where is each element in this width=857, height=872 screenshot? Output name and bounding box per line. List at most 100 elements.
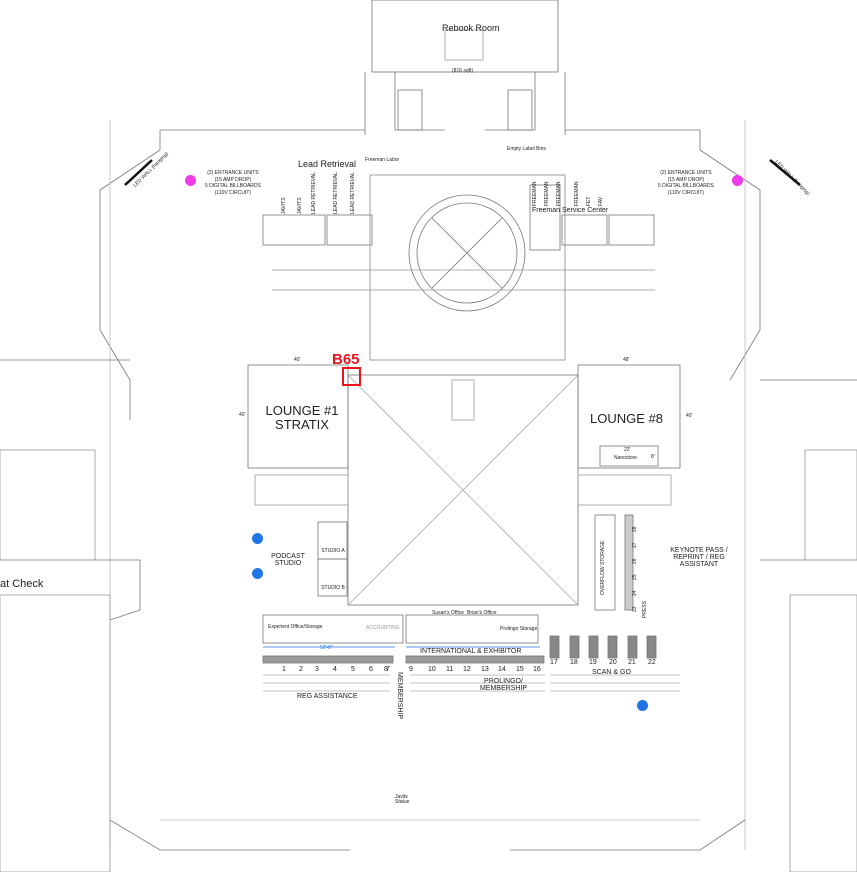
studio-a-label: STUDIO A (321, 548, 345, 554)
counter-number: 2 (299, 666, 303, 673)
led-wall-right (769, 159, 801, 186)
counter-number: 14 (498, 666, 506, 673)
rebook-room-label: Rebook Room (442, 23, 500, 33)
counter-number: 5 (351, 666, 355, 673)
press-counter-number: 28 (632, 526, 638, 532)
counter-number: 8 (384, 666, 388, 673)
lead-retrieval-booth-a (262, 214, 326, 246)
entrance-units-right: (2) ENTRANCE UNITS (15 AMP DROP) 5 DIGIT… (658, 170, 714, 196)
coat-check-label: at Check (0, 578, 44, 590)
freeman-service-center-label: Freeman Service Center (532, 207, 609, 214)
freeman-station-label: FET (586, 196, 592, 206)
experient-office-label: Experient Office/Storage (268, 624, 323, 630)
entrance-units-left: (2) ENTRANCE UNITS (15 AMP DROP) 5 DIGIT… (205, 170, 261, 196)
nanostore-label: Nanostore (614, 455, 638, 461)
lead-retrieval-label: Lead Retrieval (298, 159, 357, 169)
freeman-booth-a (561, 214, 608, 246)
lounge-1-width: 40' (294, 357, 301, 363)
press-counter-number: 27 (632, 542, 638, 548)
counter-number: 19 (589, 659, 597, 666)
marker-magenta-right (732, 175, 743, 186)
counter-number: 10 (428, 666, 436, 673)
accounting-label: ACCOUNTING (366, 625, 400, 631)
press-counter-number: 26 (632, 558, 638, 564)
station-label: LEAD RETRIEVAL (350, 172, 356, 214)
nanostore-width: 22' (624, 447, 631, 453)
escalator-right (577, 474, 672, 506)
counter-number: 4 (333, 666, 337, 673)
susans-office-label: Susan's Office (432, 610, 464, 616)
freeman-station-label: FREEMAN (574, 181, 580, 206)
billboards-text: 5 DIGITAL BILLBOARDS (658, 183, 714, 189)
station-label: LEAD RETRIEVAL (333, 172, 339, 214)
rotunda-outer (408, 194, 526, 312)
freeman-booth-b (608, 214, 655, 246)
escalator-left (254, 474, 349, 506)
overflow-storage-label: OVERFLOW STORAGE (600, 540, 606, 595)
counter-number: 17 (550, 659, 558, 666)
international-office-outline (405, 614, 539, 644)
counter-number: 6 (369, 666, 373, 673)
counter-number: 21 (628, 659, 636, 666)
hall-inner-guide (109, 120, 746, 850)
freeman-station-label: FREEMAN (544, 181, 550, 206)
rotunda-enclosure (369, 174, 566, 361)
stair-right (507, 89, 533, 131)
lead-retrieval-booth-b (326, 214, 373, 246)
booth-b65-highlight[interactable] (342, 367, 361, 386)
left-wing-hatch (0, 449, 96, 561)
escalator-band-top (272, 269, 655, 291)
membership-label: MEMBERSHIP (396, 672, 403, 720)
counter-number: 18 (570, 659, 578, 666)
keynote-pass-label: KEYNOTE PASS / REPRINT / REG ASSISTANT (670, 547, 728, 568)
lounge-1-outline (247, 364, 349, 469)
javits-statue-label: Javits Statue (395, 794, 410, 805)
rebook-seating (444, 29, 484, 61)
marker-blue-3 (637, 700, 648, 711)
counter-number: 12 (463, 666, 471, 673)
reg-assistance-label: REG ASSISTANCE (297, 693, 358, 700)
counter-number: 3 (315, 666, 319, 673)
nanostore-outline (599, 445, 659, 467)
lounge-1-label[interactable]: LOUNGE #1 (265, 403, 339, 418)
press-counter (624, 514, 634, 611)
counter-number: 9 (409, 666, 413, 673)
counter-number: 16 (533, 666, 541, 673)
prolingo-membership-label: PROLINGO/ MEMBERSHIP (479, 678, 528, 692)
lounge-8-label[interactable]: LOUNGE #8 (590, 411, 663, 426)
podcast-studio-label: PODCAST STUDIO (271, 553, 305, 567)
prolingo-storage-label: Prolingo Storage (500, 626, 538, 632)
hall-side-walls (0, 359, 857, 381)
counter-number: 1 (282, 666, 286, 673)
rebook-room-outline (371, 0, 559, 73)
scan-go-label: SCAN & GO (592, 669, 631, 676)
scan-go-kiosks (549, 635, 657, 659)
station-label: LEAD RETRIEVAL (311, 172, 317, 214)
rebook-size-label: (816 sqft) (452, 68, 474, 74)
station-label: JAVITS (281, 197, 287, 214)
freeman-office (529, 184, 561, 251)
queue-stanchions (263, 674, 680, 692)
brians-office-label: Brian's Office (467, 610, 497, 616)
counter-number: 7 (386, 666, 390, 673)
marker-magenta-left (185, 175, 196, 186)
studio-b-label: STUDIO B (321, 585, 345, 591)
circuit-text: (110V CIRCUIT) (667, 189, 705, 196)
rotunda-inner (416, 202, 518, 304)
counter-number: 15 (516, 666, 524, 673)
stair-left (397, 89, 423, 131)
press-label: PRESS (642, 601, 648, 618)
international-exhibitor-label: INTERNATIONAL & EXHIBITOR (420, 648, 522, 655)
escalator-center (451, 379, 475, 421)
press-counter-number: 24 (632, 590, 638, 596)
experient-office-outline (262, 614, 404, 644)
lounge-8-outline (577, 364, 681, 469)
counter-number: 22 (648, 659, 656, 666)
lounge-8-depth: 40' (686, 413, 693, 419)
counter-number: 20 (609, 659, 617, 666)
counter-number: 13 (481, 666, 489, 673)
reg-counter-9-16 (405, 655, 545, 664)
freeman-station-label: FREEMAN (556, 181, 562, 206)
entrance-units-text: (2) ENTRANCE UNITS (207, 170, 259, 176)
